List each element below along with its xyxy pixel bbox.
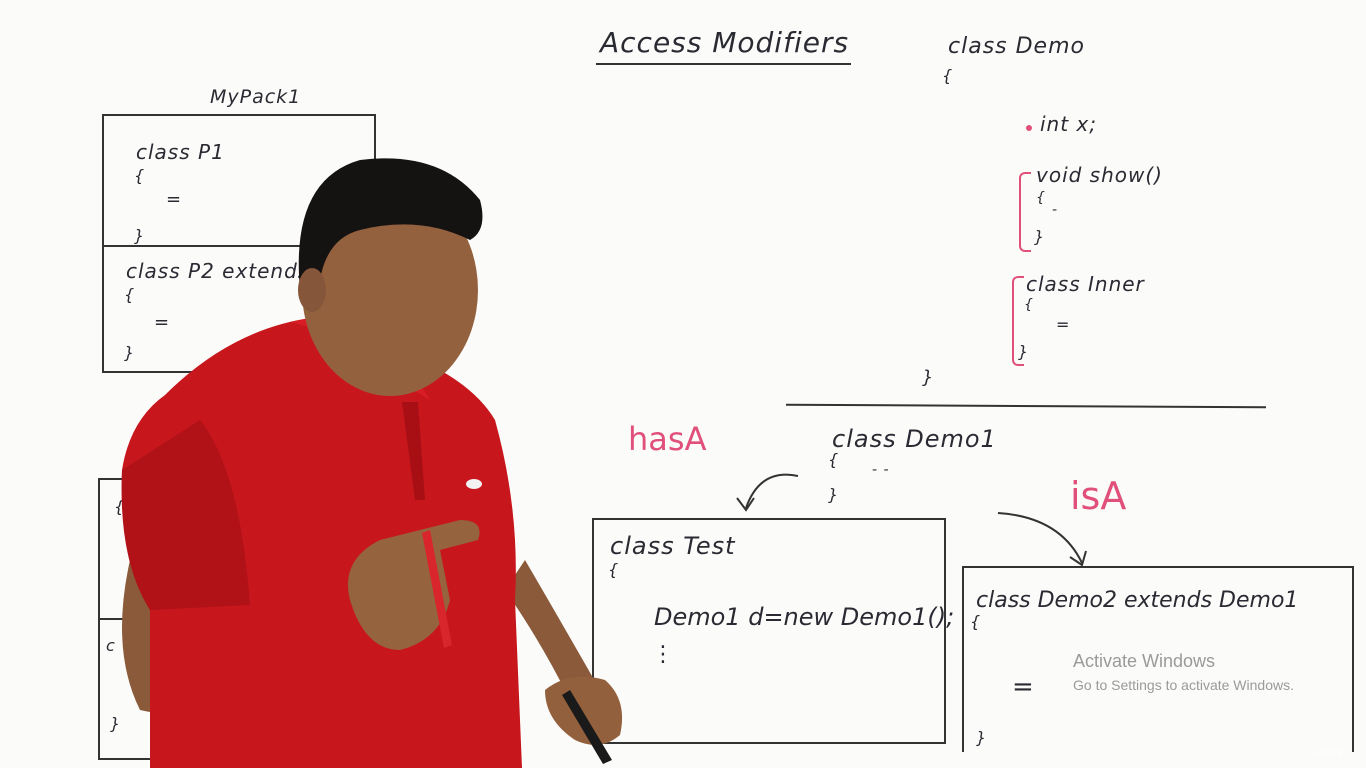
class-test-dots: ⋮ xyxy=(652,642,675,667)
class-test-open: { xyxy=(608,560,620,579)
class-demo1-open: { xyxy=(828,450,840,469)
title-underline xyxy=(596,63,851,65)
instructor-shirt xyxy=(121,318,522,768)
method-show-body: - xyxy=(1052,202,1059,218)
black-marker xyxy=(562,690,612,764)
class-test-header: class Test xyxy=(610,532,736,560)
class-demo-close: } xyxy=(922,367,935,388)
field-bullet xyxy=(1026,125,1032,131)
class-test-box xyxy=(592,518,946,744)
method-bracket xyxy=(1019,172,1031,252)
instructor-ear xyxy=(298,268,326,312)
method-show-close: } xyxy=(1034,227,1046,246)
instructor-placket xyxy=(402,402,425,500)
activate-windows-subtitle: Go to Settings to activate Windows. xyxy=(1073,677,1294,693)
is-a-label: isA xyxy=(1070,474,1127,518)
class-p1-open: { xyxy=(134,166,146,185)
lower-mark-1: { xyxy=(114,497,126,516)
class-demo2-box xyxy=(962,566,1354,752)
class-p2-header: class P2 extends xyxy=(126,259,310,283)
class-demo2-open: { xyxy=(970,612,982,631)
instructor-head xyxy=(302,184,478,396)
class-test-body: Demo1 d=new Demo1(); xyxy=(654,603,955,631)
class-p2-close: } xyxy=(124,343,136,362)
inner-class-close: } xyxy=(1018,342,1030,361)
is-a-arrow xyxy=(997,512,1087,567)
method-show-open: { xyxy=(1036,190,1046,206)
class-p1-close: } xyxy=(134,226,146,245)
class-demo2-close: } xyxy=(976,728,988,747)
class-p1-header: class P1 xyxy=(136,140,225,164)
board-title: Access Modifiers xyxy=(600,26,850,59)
class-demo2-header: class Demo2 extends Demo1 xyxy=(976,588,1299,613)
lower-mark-3: } xyxy=(110,714,122,733)
udemy-logo: Udemy xyxy=(1308,745,1343,757)
class-demo1-header: class Demo1 xyxy=(832,425,997,453)
class-p1-body: = xyxy=(166,189,183,210)
instructor-lower-hand xyxy=(545,676,623,745)
inner-class-header: class Inner xyxy=(1026,272,1145,296)
class-demo1-close: } xyxy=(828,485,840,504)
instructor-raised-hand xyxy=(348,520,480,650)
inner-class-body: = xyxy=(1056,315,1071,334)
class-demo2-body: = xyxy=(1012,672,1035,702)
package-label: MyPack1 xyxy=(210,86,302,108)
activate-windows-title: Activate Windows xyxy=(1073,651,1216,671)
package-divider xyxy=(102,245,374,247)
lower-mark-2: c xyxy=(106,636,116,655)
has-a-label: hasA xyxy=(628,420,707,458)
shirt-logo xyxy=(466,479,482,489)
class-p2-open: { xyxy=(124,285,136,304)
has-a-arrow xyxy=(736,473,799,512)
inner-class-open: { xyxy=(1024,297,1034,313)
field-int-x: int x; xyxy=(1040,112,1098,136)
instructor-hair xyxy=(298,158,483,300)
inner-bracket xyxy=(1012,276,1024,366)
instructor-right-arm xyxy=(505,560,600,700)
instructor-sleeve xyxy=(121,420,250,610)
class-p2-body: = xyxy=(154,312,171,333)
method-show-header: void show() xyxy=(1036,163,1163,187)
class-demo1-body: - - xyxy=(872,462,890,478)
class-demo-open: { xyxy=(942,66,954,85)
red-marker xyxy=(422,530,452,648)
class-demo-header: class Demo xyxy=(948,34,1085,59)
